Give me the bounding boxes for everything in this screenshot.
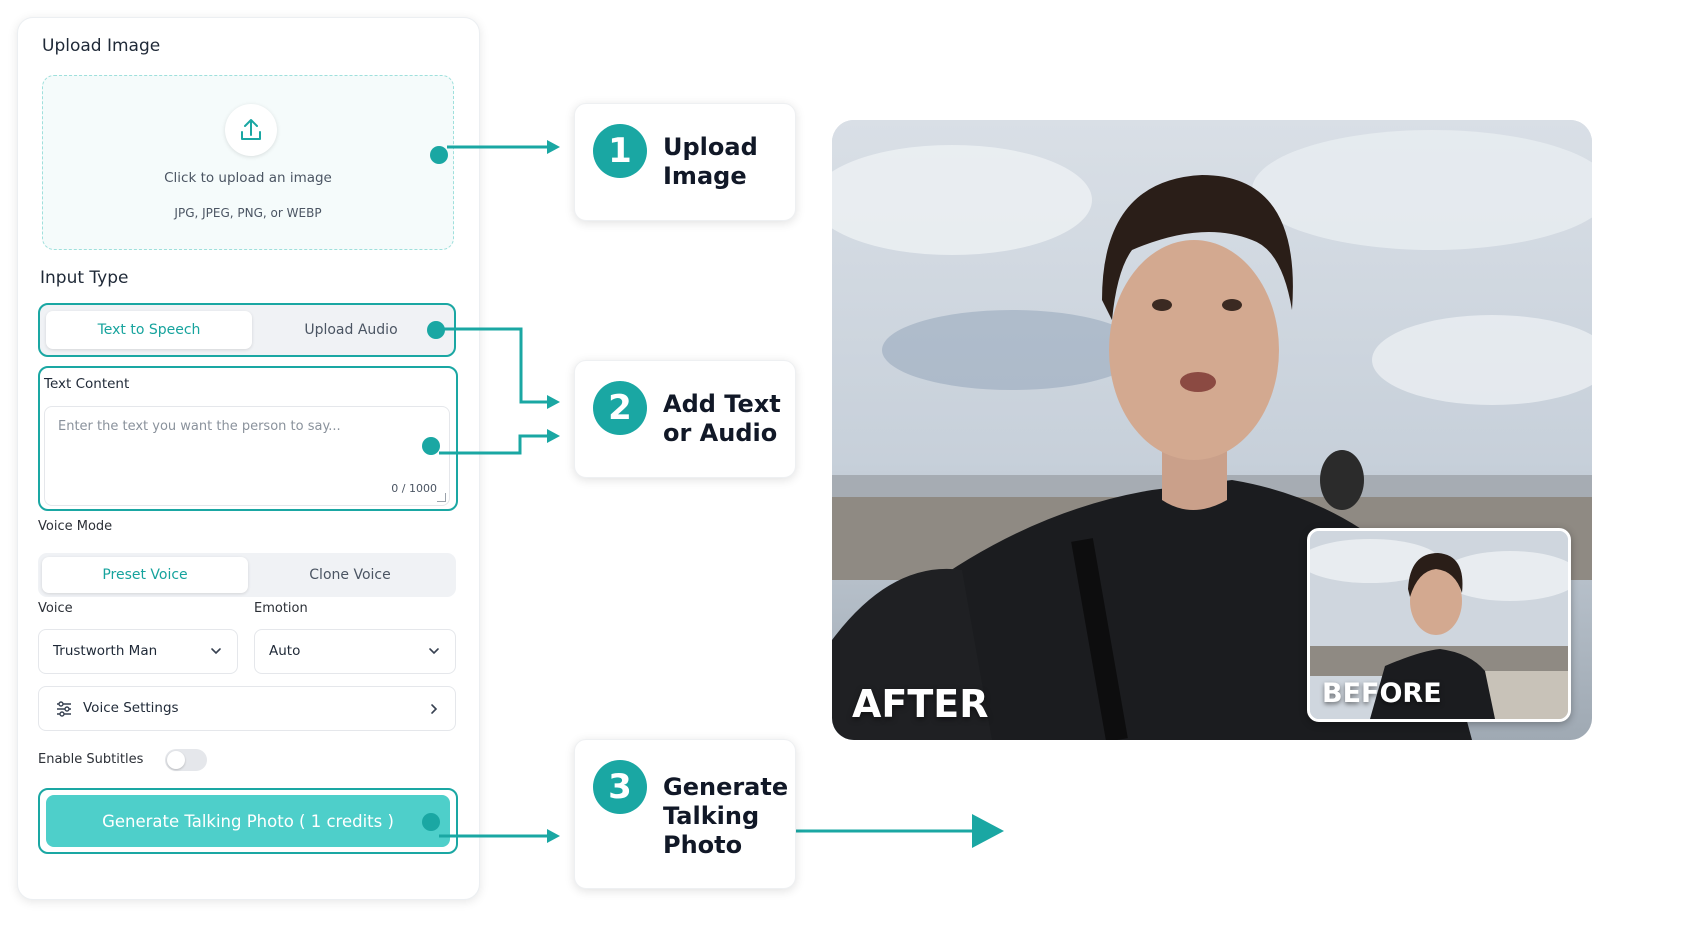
step-card-add-text-or-audio: 2 Add Text or Audio	[574, 360, 796, 478]
tab-text-to-speech[interactable]: Text to Speech	[46, 311, 252, 349]
step-number-badge: 3	[593, 760, 647, 814]
voice-select[interactable]: Trustworth Man	[38, 629, 238, 674]
step-title-line: Upload	[663, 133, 758, 161]
emotion-select[interactable]: Auto	[254, 629, 456, 674]
generate-button-highlight: Generate Talking Photo ( 1 credits )	[38, 788, 458, 854]
before-portrait-image	[1310, 531, 1568, 719]
upload-image-title: Upload Image	[42, 36, 161, 56]
connector-dot	[430, 146, 448, 164]
tab-upload-audio[interactable]: Upload Audio	[304, 322, 398, 338]
voice-mode-segmented-control: Preset Voice Clone Voice	[38, 553, 456, 597]
emotion-label: Emotion	[254, 601, 308, 616]
voice-settings-label: Voice Settings	[83, 700, 179, 716]
portrait-image	[832, 120, 1592, 740]
chevron-right-icon	[431, 704, 438, 714]
connector-dot	[422, 437, 440, 455]
connector-dot	[422, 813, 440, 831]
step-card-generate-talking-photo: 3 Generate Talking Photo	[574, 739, 796, 889]
generate-talking-photo-button[interactable]: Generate Talking Photo ( 1 credits )	[46, 795, 450, 847]
subtitles-toggle[interactable]	[165, 749, 207, 771]
textarea-placeholder: Enter the text you want the person to sa…	[58, 419, 341, 434]
step-title-line: Add Text	[663, 390, 781, 418]
before-thumbnail: BEFORE	[1307, 528, 1571, 722]
step-title-line: Talking	[663, 802, 760, 830]
chevron-down-icon	[211, 648, 221, 655]
resize-handle-icon[interactable]	[437, 493, 446, 502]
text-content-textarea[interactable]: Enter the text you want the person to sa…	[44, 406, 450, 506]
chevron-down-icon	[429, 648, 439, 655]
step-title-line: Generate	[663, 773, 789, 801]
arrow-step-2-b	[439, 434, 548, 455]
step-title-line: Photo	[663, 831, 743, 859]
talking-photo-form-panel: Upload Image Click to upload an image JP…	[17, 17, 480, 900]
image-dropzone[interactable]: Click to upload an image JPG, JPEG, PNG,…	[42, 75, 454, 250]
after-result-photo: AFTER	[832, 120, 1592, 740]
step-number-badge: 1	[593, 124, 647, 178]
step-title: Add Text or Audio	[663, 390, 781, 448]
dropzone-formats: JPG, JPEG, PNG, or WEBP	[174, 206, 322, 220]
text-content-section: Text Content Enter the text you want the…	[38, 366, 458, 511]
step-number-badge: 2	[593, 381, 647, 435]
enable-subtitles-label: Enable Subtitles	[38, 752, 144, 767]
connector-dot	[427, 321, 445, 339]
voice-label: Voice	[38, 601, 73, 616]
tab-preset-voice[interactable]: Preset Voice	[42, 557, 248, 593]
sliders-icon	[57, 701, 71, 717]
dropzone-instruction: Click to upload an image	[164, 170, 332, 186]
step-card-upload-image: 1 Upload Image	[574, 103, 796, 221]
step-title: Generate Talking Photo	[663, 773, 788, 860]
voice-settings-row[interactable]: Voice Settings	[38, 686, 456, 731]
character-count: 0 / 1000	[391, 482, 437, 495]
toggle-knob	[167, 751, 185, 769]
input-type-title: Input Type	[40, 268, 129, 288]
text-content-label: Text Content	[44, 376, 130, 392]
upload-icon	[225, 104, 277, 156]
input-type-segmented-control: Text to Speech Upload Audio	[38, 303, 456, 357]
step-title: Upload Image	[663, 133, 758, 191]
step-title-line: Image	[663, 162, 747, 190]
voice-select-value: Trustworth Man	[53, 643, 158, 659]
before-label: BEFORE	[1322, 678, 1442, 709]
arrow-step-2-a	[444, 327, 548, 404]
after-label: AFTER	[852, 682, 989, 726]
step-title-line: or Audio	[663, 419, 778, 447]
emotion-select-value: Auto	[269, 643, 301, 659]
voice-mode-label: Voice Mode	[38, 519, 113, 534]
tab-clone-voice[interactable]: Clone Voice	[309, 567, 391, 583]
